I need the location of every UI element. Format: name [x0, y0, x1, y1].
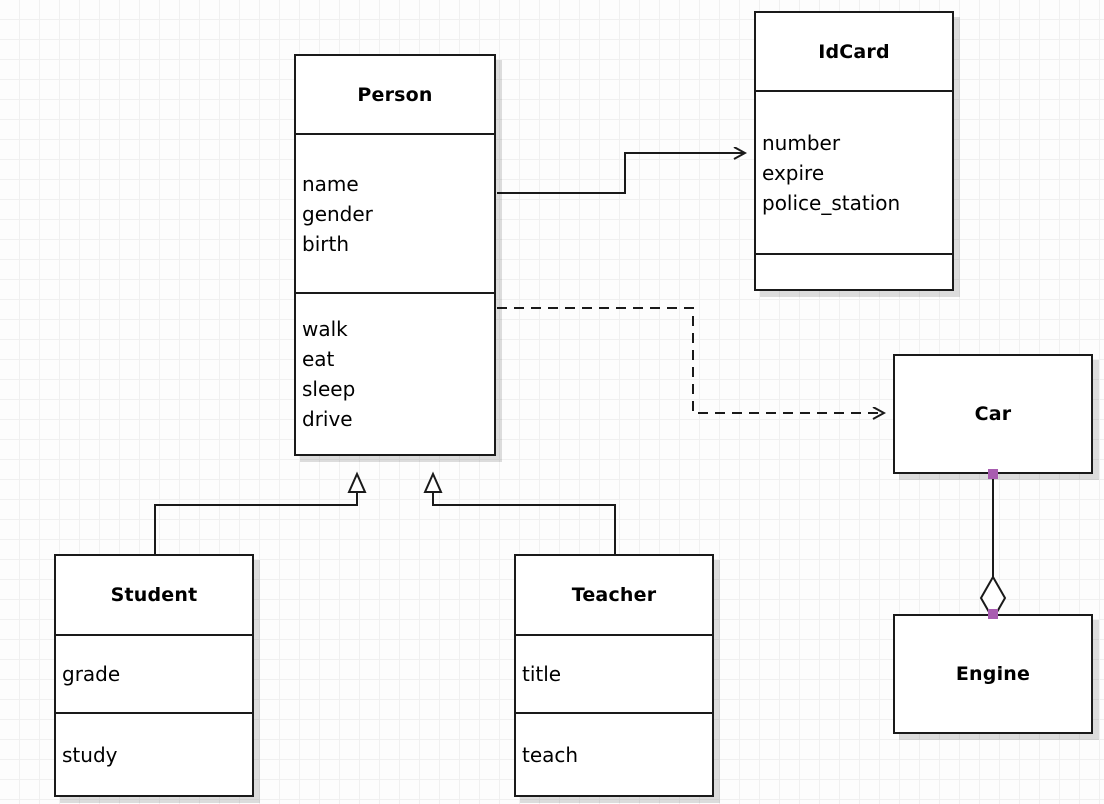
- attribute-item: birth: [302, 231, 349, 256]
- class-box-student[interactable]: Student grade study: [54, 554, 254, 797]
- class-attributes-teacher: title: [516, 634, 712, 712]
- edge-handle-target[interactable]: [988, 609, 998, 619]
- attribute-item: expire: [762, 160, 825, 185]
- class-attributes-idcard: number expire police_station: [756, 90, 952, 253]
- class-methods-person: walk eat sleep drive: [296, 292, 494, 454]
- attribute-item: gender: [302, 201, 373, 226]
- method-item: walk: [302, 317, 348, 341]
- class-box-engine[interactable]: Engine: [893, 614, 1093, 734]
- edge-handle-source[interactable]: [988, 469, 998, 479]
- method-item: sleep: [302, 377, 356, 401]
- class-box-idcard[interactable]: IdCard number expire police_station: [754, 11, 954, 291]
- edge-student-person[interactable]: [154, 471, 367, 554]
- class-attributes-person: name gender birth: [296, 133, 494, 292]
- edge-person-car[interactable]: [497, 307, 884, 413]
- class-title-car: Car: [974, 403, 1012, 425]
- class-methods-student: study: [56, 712, 252, 795]
- class-title-student: Student: [110, 584, 198, 606]
- class-box-person[interactable]: Person name gender birth walk eat sleep …: [294, 54, 496, 456]
- class-title-idcard: IdCard: [818, 40, 890, 63]
- method-item: study: [62, 742, 118, 767]
- class-attributes-student: grade: [56, 634, 252, 712]
- method-item: teach: [522, 742, 579, 767]
- attribute-item: number: [762, 130, 841, 155]
- attribute-item: name: [302, 171, 359, 196]
- method-item: eat: [302, 347, 335, 371]
- class-title-engine: Engine: [955, 663, 1031, 685]
- edge-teacher-person[interactable]: [423, 471, 616, 554]
- class-methods-idcard: [756, 253, 952, 289]
- class-methods-teacher: teach: [516, 712, 712, 795]
- edge-person-idcard[interactable]: [497, 153, 745, 194]
- attribute-item: police_station: [762, 190, 901, 215]
- class-title-person: Person: [357, 83, 433, 106]
- class-title-teacher: Teacher: [571, 584, 657, 606]
- class-box-teacher[interactable]: Teacher title teach: [514, 554, 714, 797]
- attribute-item: title: [522, 662, 562, 686]
- class-box-car[interactable]: Car: [893, 354, 1093, 474]
- method-item: drive: [302, 407, 353, 431]
- attribute-item: grade: [62, 662, 121, 686]
